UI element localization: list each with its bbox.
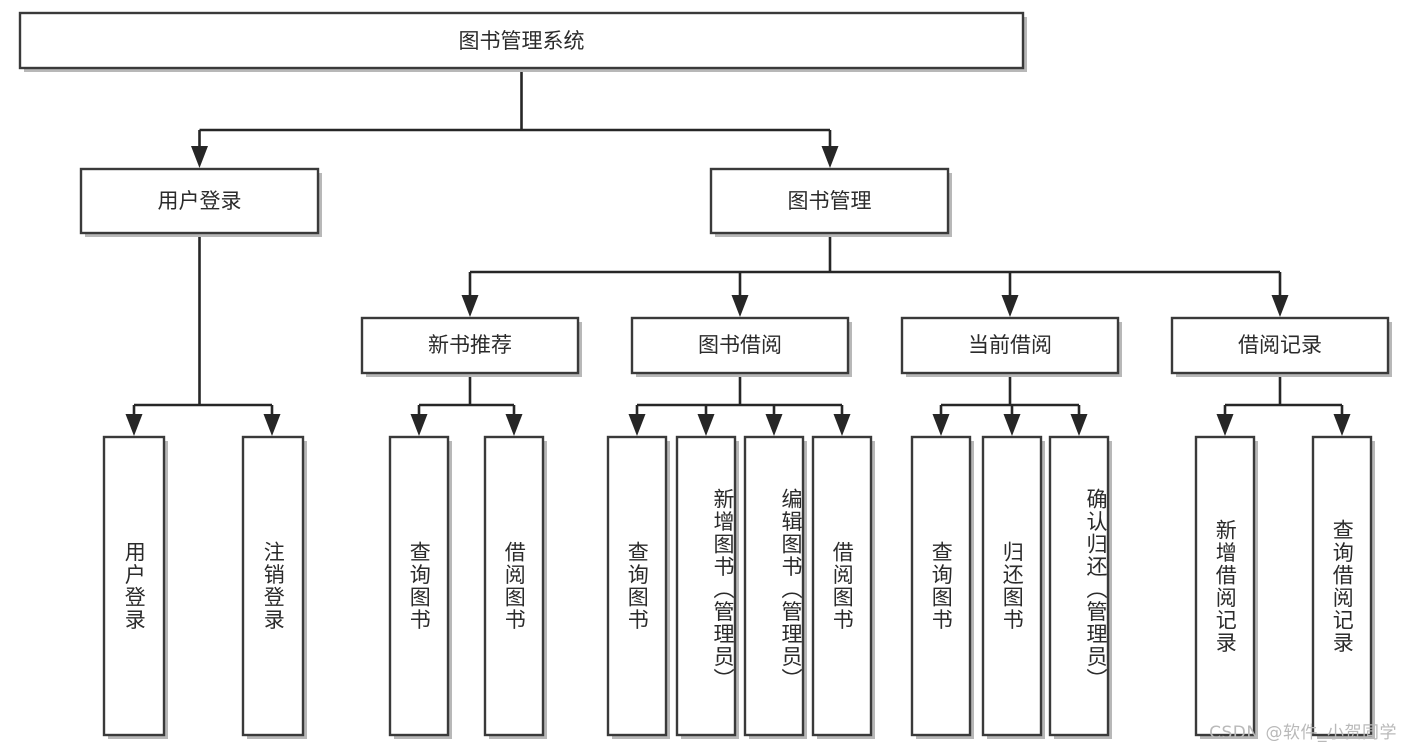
leaf-box-user-login[interactable] (102, 435, 168, 739)
leaf-box-query-book-current[interactable] (910, 435, 974, 739)
leaf-box-edit-book-admin[interactable] (743, 435, 807, 739)
node-new-book-recommend-label: 新书推荐 (428, 333, 512, 357)
node-user-login-label: 用户登录 (158, 189, 242, 213)
leaf-box-add-borrow-record[interactable] (1194, 435, 1258, 739)
leaf-box-confirm-return-admin[interactable] (1048, 435, 1112, 739)
node-book-borrow[interactable]: 图书借阅 (630, 316, 852, 377)
leaf-box-query-book-borrow[interactable] (606, 435, 670, 739)
leaf-box-borrow-book-rec[interactable] (483, 435, 547, 739)
node-borrow-records[interactable]: 借阅记录 (1170, 316, 1392, 377)
node-user-login[interactable]: 用户登录 (79, 167, 322, 237)
node-new-book-recommend[interactable]: 新书推荐 (360, 316, 582, 377)
leaf-box-add-book-admin[interactable] (675, 435, 739, 739)
leaf-box-query-book-rec[interactable] (388, 435, 452, 739)
csdn-watermark: CSDN @软件_小贺同学 (1209, 723, 1397, 743)
connector-current-to-leaves (932, 373, 1088, 436)
node-borrow-records-label: 借阅记录 (1238, 333, 1322, 357)
node-current-borrow[interactable]: 当前借阅 (900, 316, 1122, 377)
leaf-box-return-book[interactable] (981, 435, 1045, 739)
connector-records-to-leaves (1216, 373, 1351, 436)
leaf-boxes (102, 435, 1375, 739)
node-root-label: 图书管理系统 (459, 29, 585, 53)
node-root[interactable]: 图书管理系统 (18, 11, 1027, 72)
connector-bookmgmt-to-level3 (461, 233, 1289, 317)
node-book-management[interactable]: 图书管理 (709, 167, 952, 237)
leaf-box-logout[interactable] (241, 435, 307, 739)
connector-newbook-to-leaves (410, 373, 523, 436)
leaf-box-borrow-book[interactable] (811, 435, 875, 739)
node-current-borrow-label: 当前借阅 (968, 333, 1052, 357)
connector-borrow-to-leaves (628, 373, 851, 436)
node-book-management-label: 图书管理 (788, 189, 872, 213)
connector-userlogin-to-leaves (125, 233, 281, 436)
node-book-borrow-label: 图书借阅 (698, 333, 782, 357)
leaf-box-query-borrow-record[interactable] (1311, 435, 1375, 739)
connector-root-to-level2 (191, 68, 839, 168)
